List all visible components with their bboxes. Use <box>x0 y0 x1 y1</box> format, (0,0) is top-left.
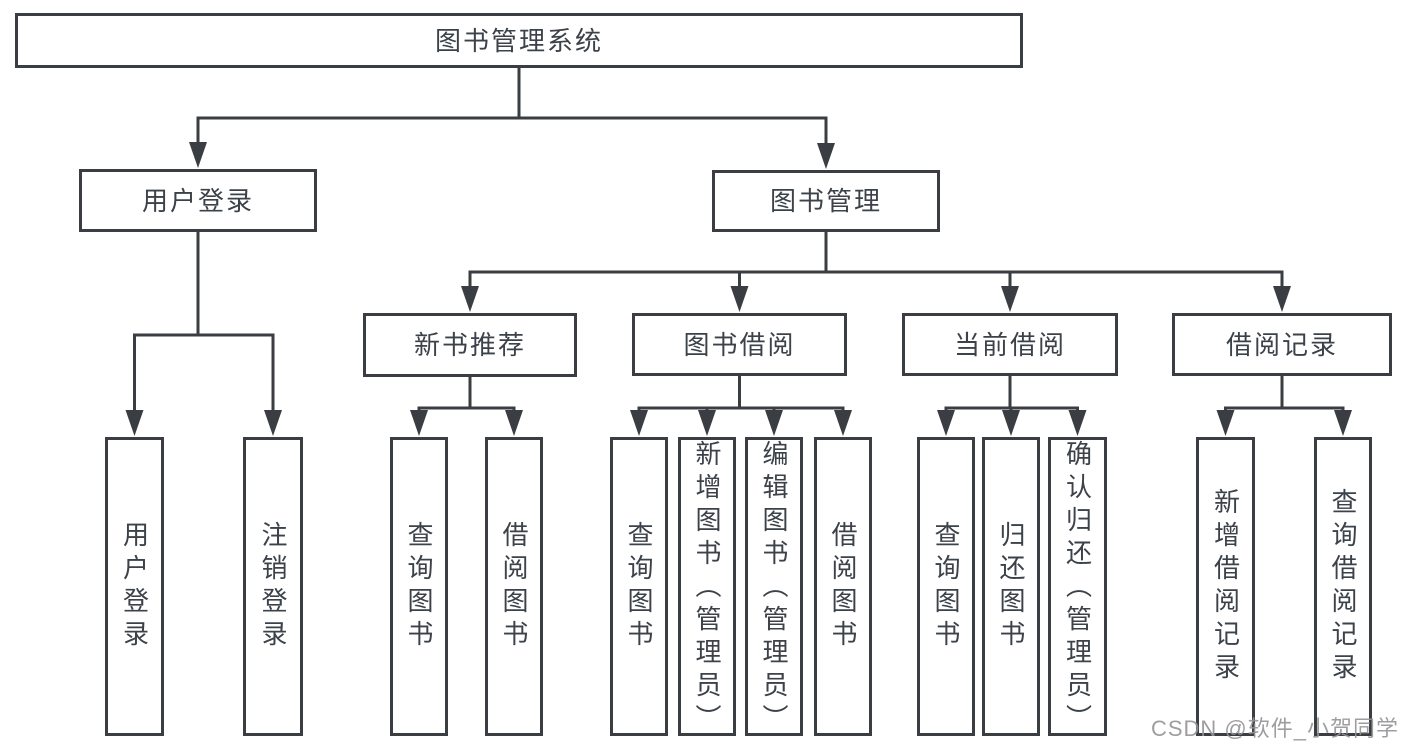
node-label: 查询图书 <box>404 520 434 653</box>
arrowhead-icon <box>698 410 716 436</box>
node-borrow: 图书借阅 <box>632 313 847 376</box>
arrowhead-icon <box>1068 410 1087 436</box>
node-login: 用户登录 <box>79 169 317 232</box>
node-newbook: 新书推荐 <box>363 313 577 377</box>
node-label: 注销登录 <box>258 520 288 653</box>
node-label: 新增借阅记录 <box>1210 487 1241 686</box>
node-label: 用户登录 <box>141 185 254 216</box>
arrowhead-icon <box>730 286 749 312</box>
node-label: 新增图书（管理员） <box>692 440 722 737</box>
node-label: 查询借阅记录 <box>1328 487 1358 686</box>
node-r1: 新增借阅记录 <box>1196 437 1255 736</box>
node-label: 图书管理 <box>769 186 882 216</box>
node-c1: 查询图书 <box>917 437 975 736</box>
arrowhead-icon <box>630 410 648 436</box>
node-label: 借阅图书 <box>828 520 858 653</box>
node-label: 编辑图书（管理员） <box>759 440 789 737</box>
arrowhead-icon <box>125 410 144 436</box>
node-b3: 编辑图书（管理员） <box>745 437 803 737</box>
node-label: 新书推荐 <box>413 330 526 360</box>
node-label: 确认归还（管理员） <box>1062 440 1093 737</box>
node-c2: 归还图书 <box>982 437 1040 736</box>
arrowhead-icon <box>264 410 282 436</box>
node-label: 借阅记录 <box>1225 329 1338 360</box>
node-r2: 查询借阅记录 <box>1314 437 1372 736</box>
node-mgmt: 图书管理 <box>712 170 940 232</box>
node-label: 查询图书 <box>931 520 961 653</box>
arrowhead-icon <box>765 410 783 436</box>
node-b4: 借阅图书 <box>814 437 872 736</box>
arrowhead-icon <box>189 142 207 168</box>
arrowhead-icon <box>834 410 852 436</box>
node-records: 借阅记录 <box>1172 313 1392 376</box>
arrowhead-icon <box>1001 286 1019 312</box>
node-label: 借阅图书 <box>499 520 529 653</box>
arrowhead-icon <box>505 410 523 436</box>
node-label: 归还图书 <box>996 520 1026 653</box>
node-b1: 查询图书 <box>610 437 668 736</box>
arrowhead-icon <box>937 410 955 436</box>
node-label: 用户登录 <box>119 520 150 653</box>
node-label: 当前借阅 <box>953 329 1066 360</box>
node-u1: 用户登录 <box>105 437 164 736</box>
node-current: 当前借阅 <box>902 313 1118 376</box>
node-label: 图书管理系统 <box>434 25 603 56</box>
node-u2: 注销登录 <box>243 437 303 736</box>
node-root: 图书管理系统 <box>15 13 1023 68</box>
arrowhead-icon <box>817 143 835 169</box>
arrowhead-icon <box>1002 410 1020 436</box>
arrowhead-icon <box>410 410 428 436</box>
node-n2: 借阅图书 <box>485 437 543 736</box>
node-label: 图书借阅 <box>683 329 796 360</box>
node-n1: 查询图书 <box>390 437 448 736</box>
arrowhead-icon <box>1216 410 1235 436</box>
node-c3: 确认归还（管理员） <box>1048 437 1107 737</box>
arrowhead-icon <box>461 286 479 312</box>
watermark: CSDN @软件_小贺同学 <box>1150 716 1399 741</box>
arrowhead-icon <box>1334 410 1352 436</box>
node-b2: 新增图书（管理员） <box>678 437 736 737</box>
node-label: 查询图书 <box>624 520 654 653</box>
arrowhead-icon <box>1273 286 1291 312</box>
